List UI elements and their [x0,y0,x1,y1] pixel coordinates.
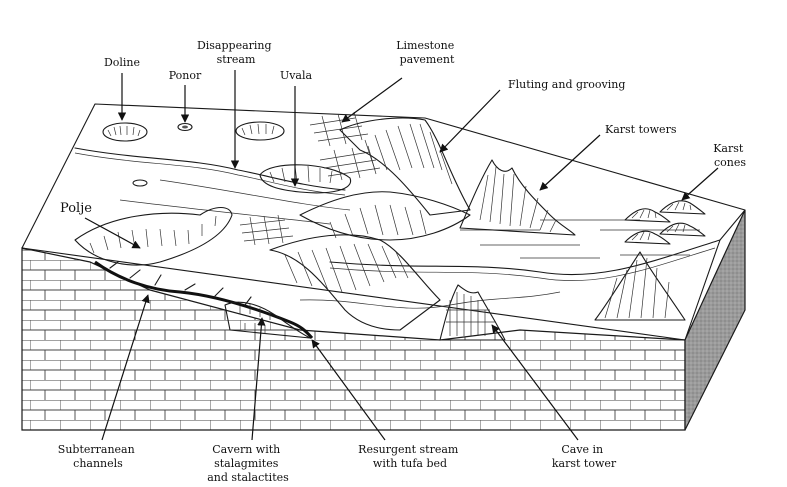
karst-tower-large [459,159,576,236]
polje-basin [74,206,233,266]
limestone-pavement-leader [341,77,403,123]
label-uvala: Uvala [280,69,313,82]
karst-tower-cave [439,284,506,341]
limestone-pavement [239,111,381,246]
label-polje: Polje [60,201,92,216]
polje-leader [84,217,141,249]
label-ponor: Ponor [169,69,202,82]
doline-depression-2 [235,121,285,141]
label-cavern: Cavern with stalagmites and stalactites [207,443,289,484]
subterranean-leader [101,294,150,441]
label-karst-cones: Karst cones [713,142,747,169]
label-karst-towers: Karst towers [605,123,677,136]
label-disappearing-stream: Disappearing stream [197,39,275,66]
cavern [224,301,311,339]
cave-tower-leader [491,324,579,441]
gorge-wall [269,234,441,331]
karst-cones-leader [681,167,719,201]
karst-tower-right [594,251,686,321]
label-limestone-pavement: Limestone pavement [396,39,458,66]
subterranean-channel [94,260,314,339]
uvala-depression [259,164,352,194]
block-front-face [21,247,686,431]
resurgent-leader [311,339,386,441]
doline-depression [102,122,148,142]
block-right-face [684,209,746,431]
label-subterranean-channels: Subterranean channels [58,443,138,470]
karst-cones [624,200,706,245]
cavern-leader [251,317,266,441]
label-resurgent-stream: Resurgent stream with tufa bed [358,443,462,470]
label-fluting-grooving: Fluting and grooving [508,78,625,91]
label-cave-in-tower: Cave in karst tower [552,443,617,470]
fluting-leader [439,89,501,153]
label-doline: Doline [104,56,140,69]
lower-river [329,239,721,276]
limestone-scarp [339,117,471,216]
karst-towers-leader [539,134,601,191]
plateau-edge [299,191,471,241]
surface-stream [74,147,346,191]
